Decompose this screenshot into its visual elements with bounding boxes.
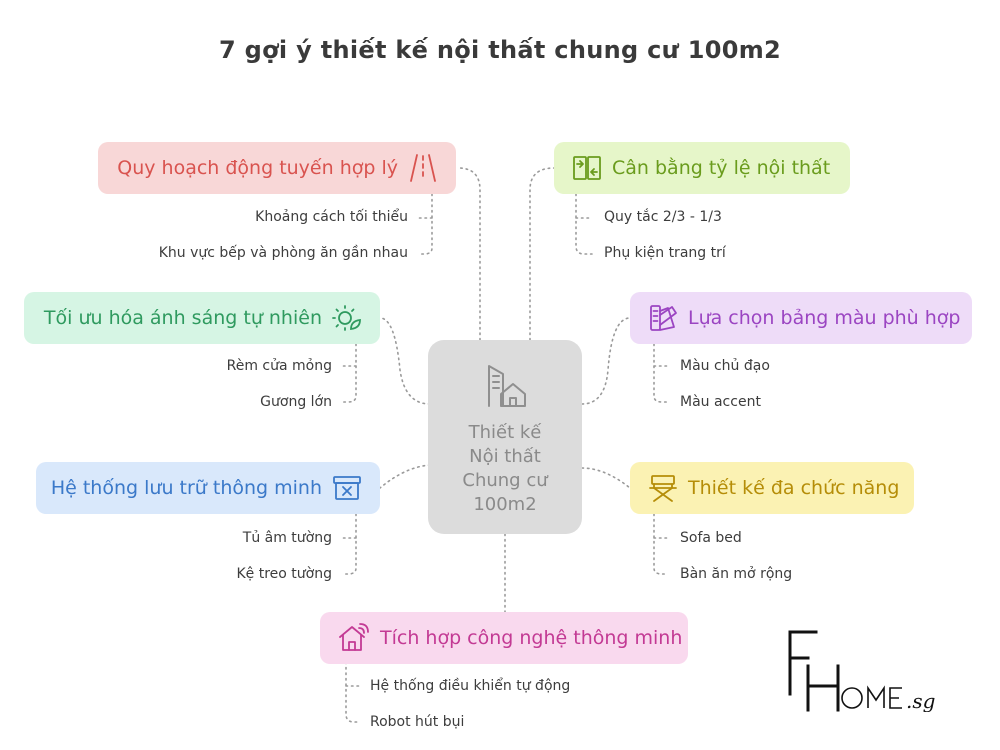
leaf-item: Tủ âm tường	[242, 530, 332, 546]
central-topic-line: Nội thất	[469, 446, 541, 467]
central-topic-line: 100m2	[473, 494, 537, 515]
road-icon	[408, 153, 438, 183]
branch-color-palette: Lựa chọn bảng màu phù hợp	[630, 292, 972, 344]
storage-box-icon	[332, 473, 362, 503]
leaf-item: Kệ treo tường	[236, 566, 333, 582]
central-topic: Thiết kế Nội thất Chung cư 100m2	[428, 340, 582, 534]
branch-label: Thiết kế đa chức năng	[688, 477, 900, 499]
smart-home-icon	[338, 623, 370, 653]
branch-smart-technology: Tích hợp công nghệ thông minh	[320, 612, 688, 664]
leaf-item: Quy tắc 2/3 - 1/3	[604, 209, 722, 225]
leaf-item: Robot hút bụi	[370, 714, 465, 730]
leaf-item: Bàn ăn mở rộng	[680, 566, 793, 582]
svg-text:.sg: .sg	[906, 689, 935, 712]
branch-label: Lựa chọn bảng màu phù hợp	[688, 307, 961, 329]
fhome-logo: .sg	[786, 628, 946, 713]
leaf-item: Màu chủ đạo	[680, 358, 770, 374]
leaf-item: Rèm cửa mỏng	[226, 358, 332, 374]
branch-label: Cân bằng tỷ lệ nội thất	[612, 157, 831, 179]
director-chair-icon	[648, 473, 678, 503]
branch-smart-storage: Hệ thống lưu trữ thông minh	[36, 462, 380, 514]
leaf-item: Khu vực bếp và phòng ăn gần nhau	[158, 245, 408, 261]
branch-label: Hệ thống lưu trữ thông minh	[50, 477, 322, 499]
leaf-item: Sofa bed	[680, 530, 742, 546]
branch-route-planning: Quy hoạch động tuyến hợp lý	[98, 142, 456, 194]
leaf-item: Gương lớn	[260, 394, 332, 410]
building-house-icon	[481, 362, 529, 417]
sun-leaf-icon	[332, 303, 362, 333]
branch-label: Tối ưu hóa ánh sáng tự nhiên	[43, 307, 322, 329]
leaf-item: Hệ thống điều khiển tự động	[370, 678, 571, 694]
leaf-item: Phụ kiện trang trí	[604, 245, 726, 261]
branch-furniture-balance: Cân bằng tỷ lệ nội thất	[554, 142, 850, 194]
branch-multifunction: Thiết kế đa chức năng	[630, 462, 914, 514]
diagram-title: 7 gợi ý thiết kế nội thất chung cư 100m2	[218, 36, 782, 64]
color-palette-icon	[648, 303, 678, 333]
branch-label: Quy hoạch động tuyến hợp lý	[117, 157, 398, 179]
leaf-item: Màu accent	[680, 394, 761, 410]
branch-label: Tích hợp công nghệ thông minh	[380, 627, 683, 649]
central-topic-line: Thiết kế	[468, 422, 542, 443]
branch-natural-light: Tối ưu hóa ánh sáng tự nhiên	[24, 292, 380, 344]
central-topic-line: Chung cư	[462, 470, 548, 491]
leaf-item: Khoảng cách tối thiểu	[255, 209, 408, 225]
balance-icon	[572, 153, 602, 183]
